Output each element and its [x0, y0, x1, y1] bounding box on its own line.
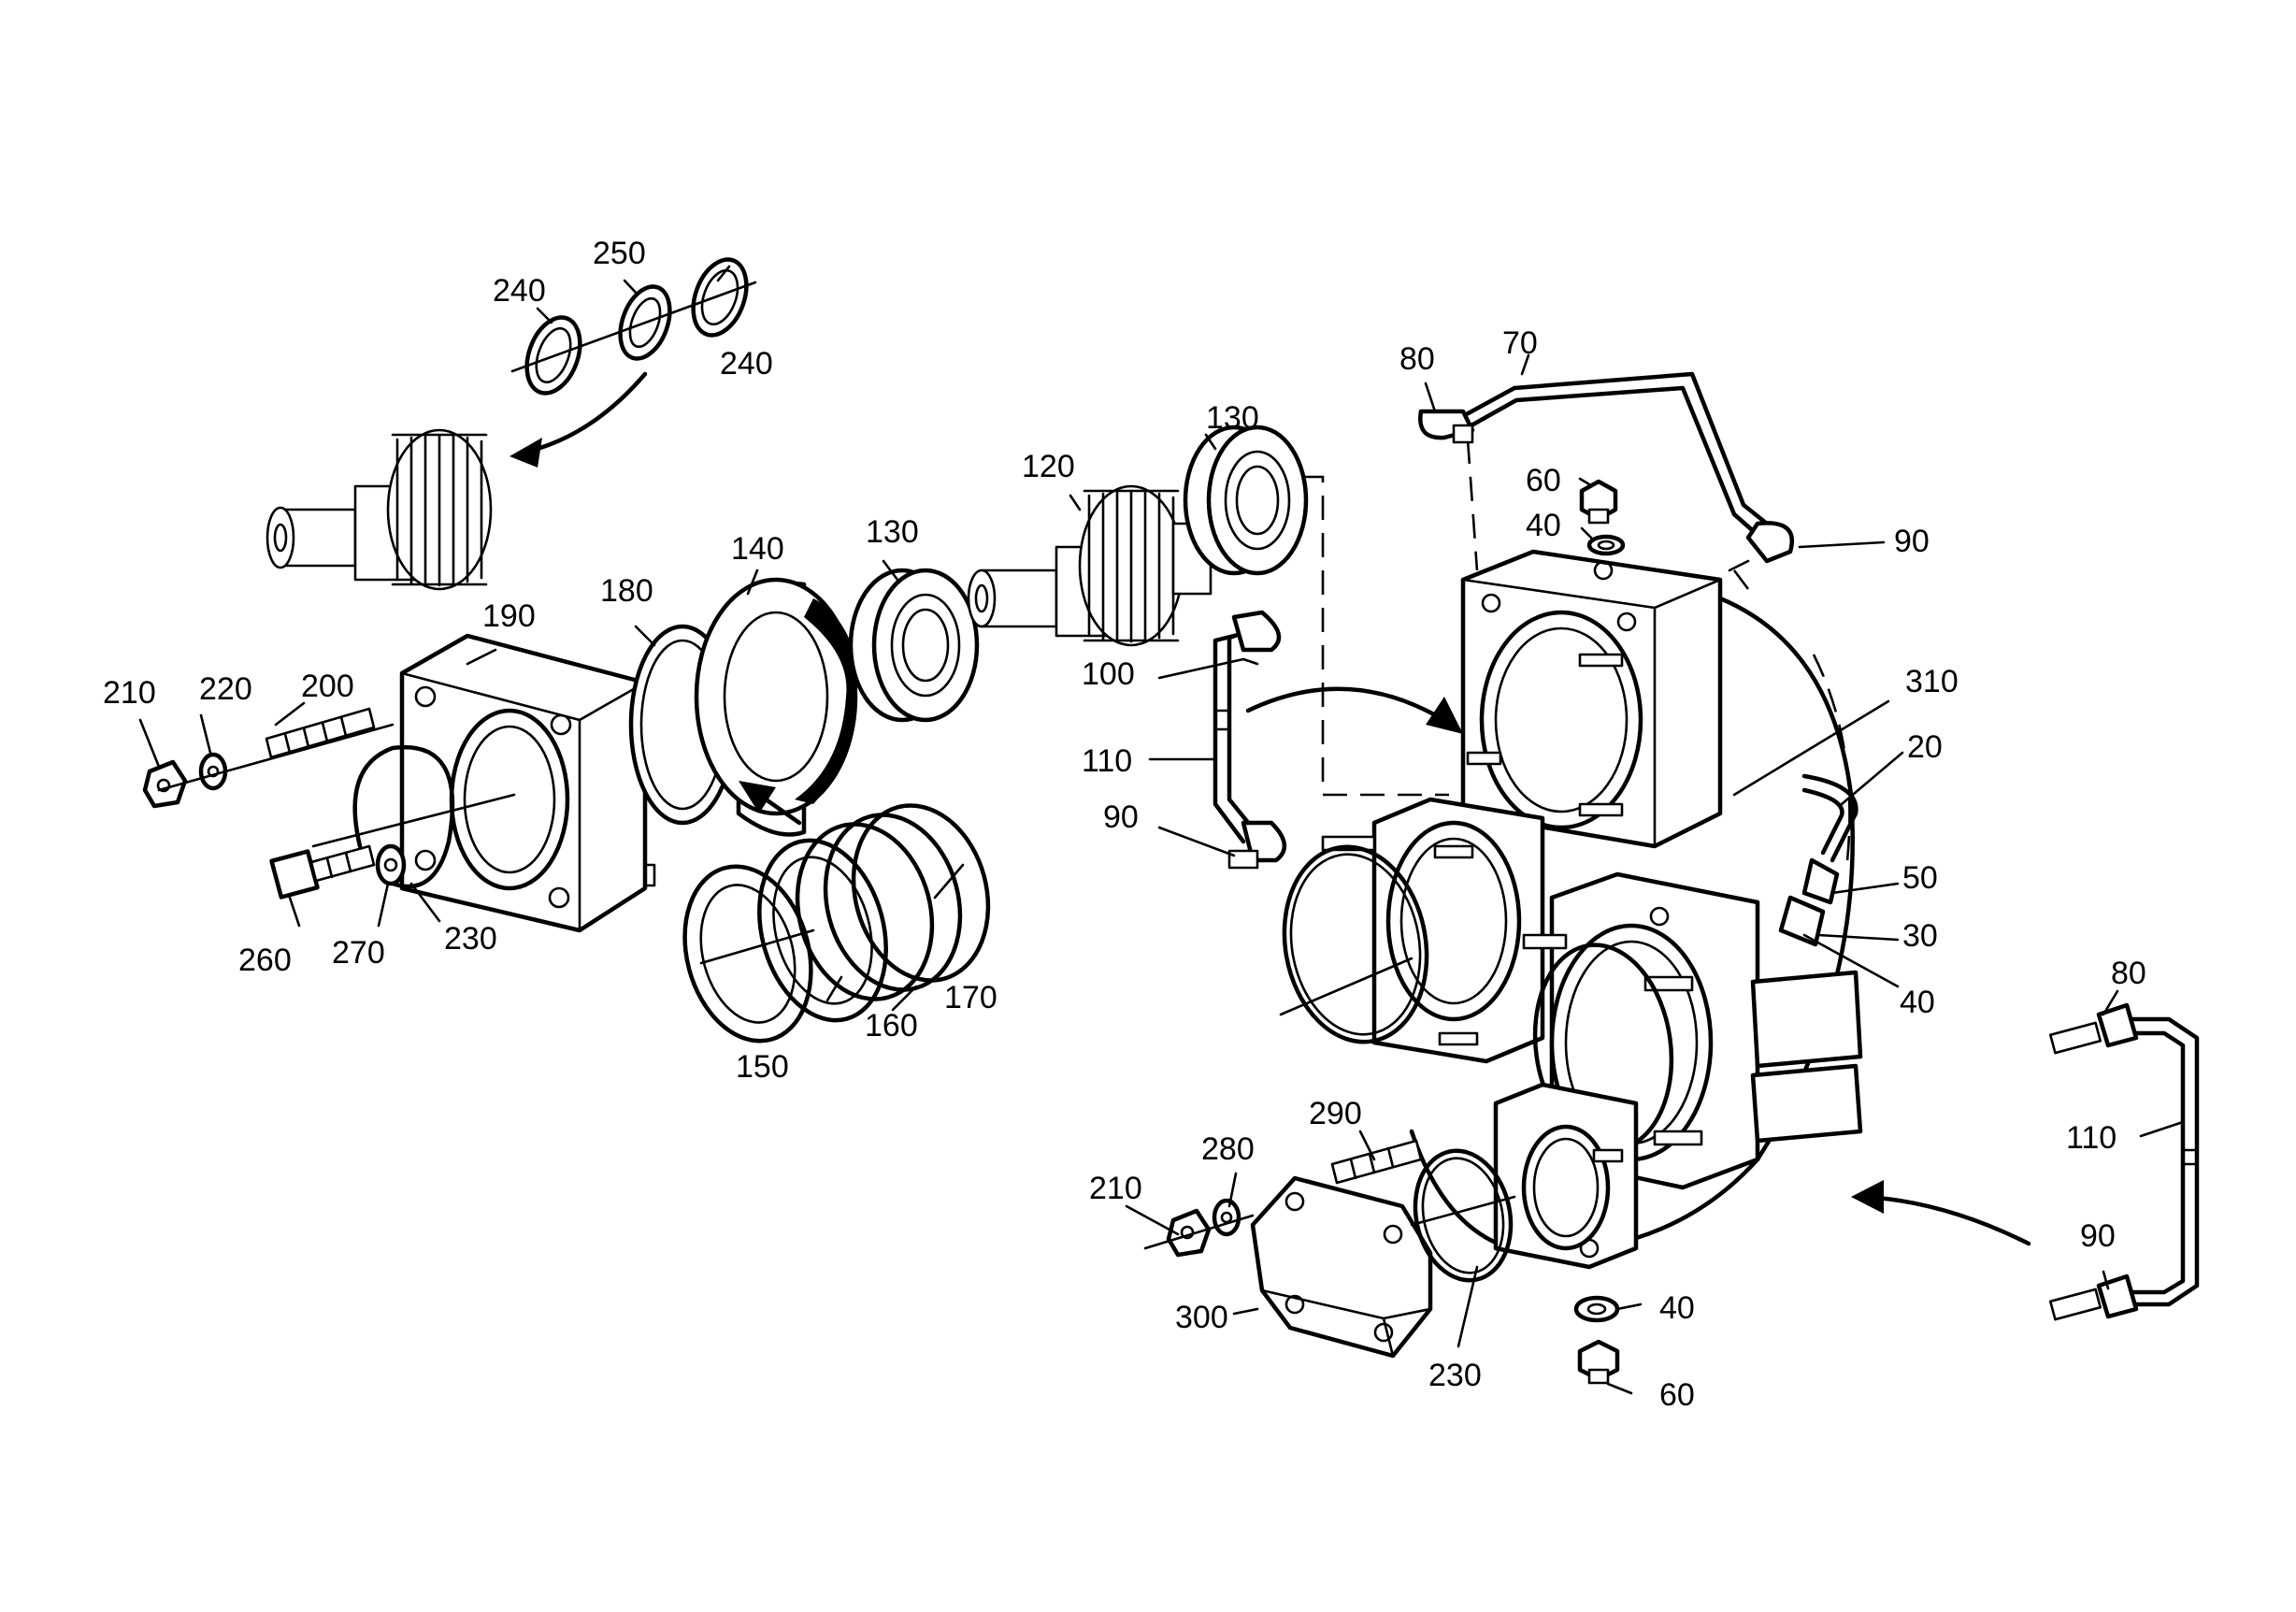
callout-300: 300 — [1175, 1300, 1228, 1335]
callout-260: 260 — [238, 943, 292, 978]
ring-250 — [618, 284, 672, 361]
callout-40: 40 — [1526, 508, 1561, 543]
pipe-20 — [1778, 773, 1858, 947]
callout-240: 240 — [493, 273, 546, 309]
callout-230: 230 — [444, 921, 497, 957]
callout-90: 90 — [1894, 524, 1930, 559]
stud-200 — [265, 707, 376, 759]
bearing-130-right — [1183, 425, 1309, 576]
arrowhead-icon — [509, 438, 542, 468]
ring-240-right — [691, 257, 749, 338]
cover-300 — [1250, 1175, 1433, 1359]
pipe-100-110 — [1213, 610, 1286, 870]
callout-labels: 240 250 240 190 180 140 130 120 130 210 … — [103, 236, 2146, 1413]
stud-290 — [1330, 1139, 1423, 1185]
callout-270: 270 — [332, 935, 385, 971]
callout-100: 100 — [1082, 656, 1135, 692]
plug-60-bottom — [1577, 1339, 1620, 1385]
callout-130: 130 — [866, 514, 919, 550]
plug-60-top — [1579, 479, 1618, 525]
leader-lines-right — [1125, 353, 2185, 1395]
arrowhead-icon — [739, 781, 776, 813]
callout-90: 90 — [2080, 1218, 2116, 1254]
assembly-arrow-housing — [1245, 686, 1461, 732]
callout-50: 50 — [1902, 860, 1938, 896]
callout-60: 60 — [1526, 463, 1561, 498]
callout-250: 250 — [593, 236, 646, 271]
callout-160: 160 — [865, 1008, 918, 1043]
callout-240: 240 — [720, 346, 773, 381]
gear-shaft-120 — [967, 484, 1213, 647]
flange-190 — [399, 633, 656, 933]
alignment-line-2 — [1466, 439, 1479, 571]
nut-210-left — [142, 759, 188, 809]
callout-130: 130 — [1206, 400, 1259, 436]
arrowhead-icon — [1851, 1180, 1884, 1214]
callout-290: 290 — [1309, 1096, 1362, 1131]
washer-40-bottom — [1573, 1295, 1620, 1323]
callout-70: 70 — [1502, 325, 1538, 361]
callout-280: 280 — [1201, 1131, 1255, 1167]
alignment-line-3 — [1732, 569, 1750, 590]
pipe-110-right — [2048, 1002, 2200, 1321]
callout-110: 110 — [1082, 743, 1132, 779]
housing-310 — [1282, 549, 1863, 1270]
arrowhead-icon — [1426, 697, 1463, 734]
callout-20: 20 — [1907, 729, 1943, 765]
callout-60: 60 — [1659, 1377, 1695, 1413]
callout-80: 80 — [1399, 341, 1435, 377]
gear-shaft-upper — [265, 428, 493, 591]
ring-150 — [682, 864, 813, 1043]
callout-180: 180 — [600, 573, 653, 609]
bearing-140 — [694, 577, 858, 837]
callout-90: 90 — [1103, 799, 1139, 835]
alignment-line-1 — [1304, 475, 1449, 797]
washer-40-top — [1586, 534, 1626, 556]
callout-170: 170 — [944, 980, 997, 1015]
callout-220: 220 — [199, 671, 252, 707]
callout-210: 210 — [103, 675, 156, 711]
callout-210: 210 — [1089, 1171, 1142, 1206]
callout-140: 140 — [731, 531, 784, 567]
callout-230: 230 — [1428, 1358, 1482, 1393]
washer-280 — [1212, 1198, 1241, 1237]
ring-160 — [757, 838, 888, 1023]
callout-190: 190 — [482, 598, 536, 634]
callout-40: 40 — [1900, 985, 1935, 1020]
washer-270 — [375, 843, 407, 886]
callout-200: 200 — [301, 669, 354, 704]
callout-150: 150 — [736, 1049, 789, 1085]
callout-30: 30 — [1902, 918, 1938, 954]
nut-210-right — [1166, 1208, 1212, 1258]
callout-120: 120 — [1022, 449, 1075, 484]
assembly-arrow-right — [1862, 1194, 2031, 1246]
ring-240-left — [524, 315, 582, 396]
pipe-70 — [1418, 371, 1794, 572]
callout-40: 40 — [1659, 1290, 1695, 1326]
snap-ring-230-left — [352, 744, 455, 889]
leader-lines-left — [138, 265, 1217, 1012]
callout-80: 80 — [2111, 956, 2146, 991]
callout-310: 310 — [1905, 664, 1959, 699]
bolt-260 — [269, 844, 376, 900]
bearing-130-left — [848, 568, 980, 723]
callout-110: 110 — [2066, 1120, 2117, 1156]
